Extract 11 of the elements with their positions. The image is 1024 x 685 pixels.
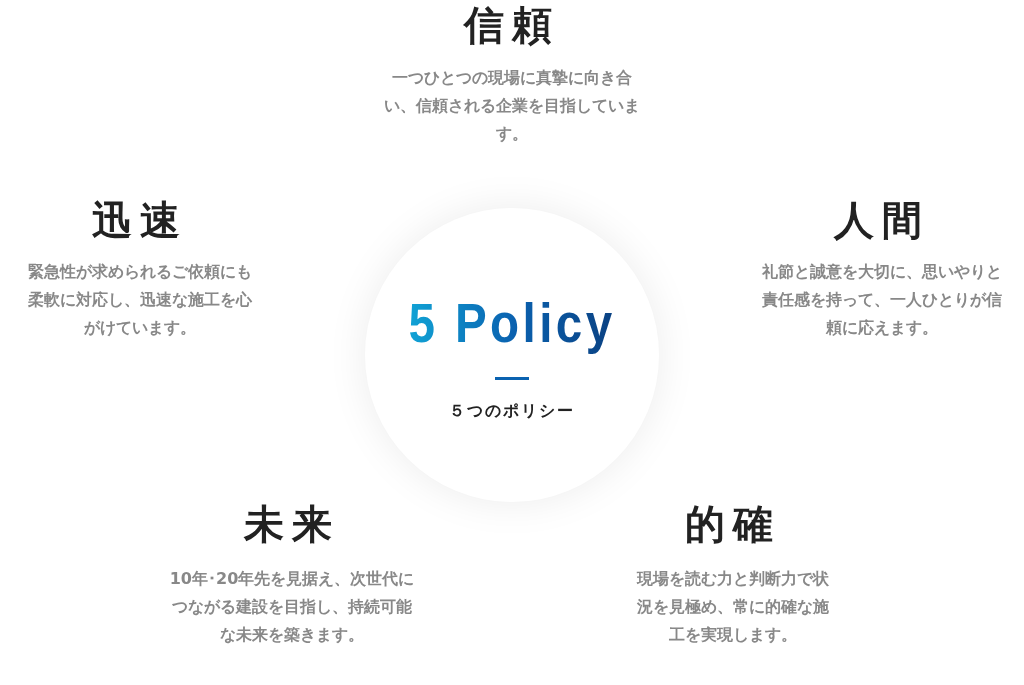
policy-description: 緊急性が求められるご依頼にも柔軟に対応し、迅速な施工を心がけています。 [27, 261, 253, 339]
policy-title: 信頼 [464, 1, 560, 50]
policy-description: 礼節と誠意を大切に、思いやりと責任感を持って、一人ひとりが信頼に応えます。 [761, 261, 1003, 339]
policy-description: 10年･20年先を見据え、次世代につながる建設を目指し、持続可能な未来を築きます。 [169, 568, 415, 646]
policy-title: 迅速 [92, 196, 188, 245]
policy-subheading: ５つのポリシー [448, 401, 576, 422]
policy-title: 未来 [244, 500, 340, 549]
policy-title: 人間 [834, 196, 930, 245]
policy-description: 現場を読む力と判断力で状況を見極め、常に的確な施工を実現します。 [635, 568, 830, 646]
policy-title: 的確 [685, 500, 781, 549]
policy-description: 一つひとつの現場に真摯に向き合い、信頼される企業を目指しています。 [383, 67, 641, 145]
